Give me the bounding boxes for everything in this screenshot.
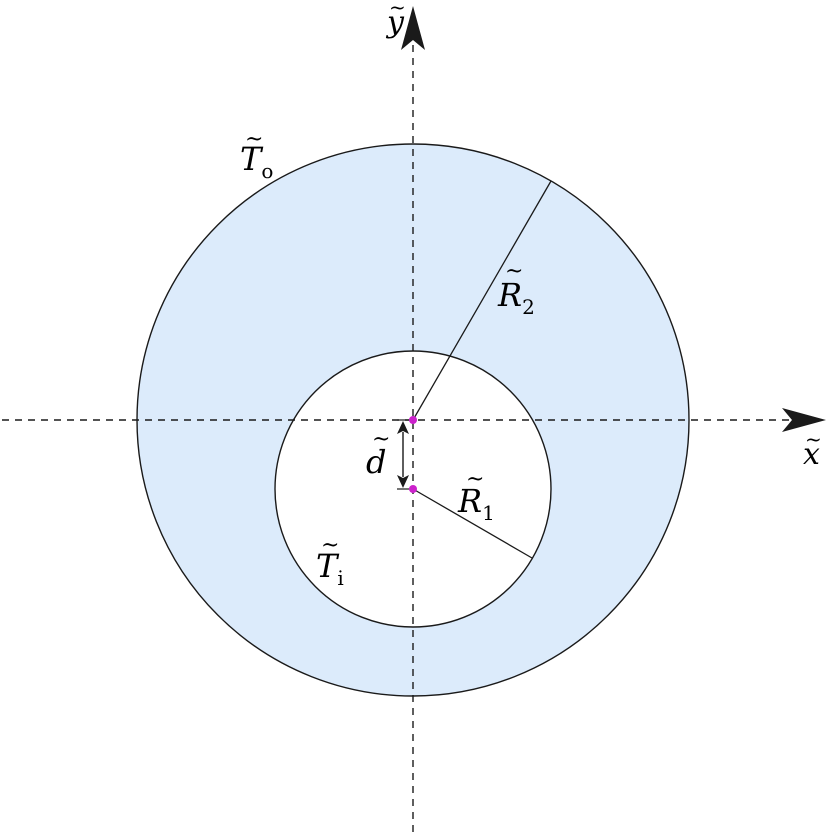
tilde-mark: ~ (321, 533, 339, 558)
y-axis-arrowhead (401, 6, 425, 50)
svg-text:y: y (385, 5, 405, 40)
tilde-mark: ~ (466, 467, 484, 492)
label-base: T (240, 140, 264, 178)
label-subscript: i (337, 566, 343, 590)
tilde-mark: ~ (505, 259, 523, 284)
label-subscript: o (261, 159, 273, 183)
x-axis-arrowhead (782, 408, 826, 432)
label-base: T (316, 547, 340, 585)
tilde-mark: ~ (805, 427, 822, 451)
inner-radius-line (412, 488, 533, 559)
inner-temperature-label: ~ Ti (316, 533, 344, 590)
offset-arrowhead-up (397, 421, 409, 434)
tilde-mark: ~ (372, 427, 390, 452)
svg-text:To: To (240, 140, 273, 183)
label-subscript: 1 (482, 501, 495, 525)
outer-radius-label: ~ R2 (497, 259, 535, 319)
outer-temperature-label: ~ To (240, 127, 273, 183)
x-axis-label: x ~ (803, 427, 822, 472)
svg-text:R2: R2 (497, 276, 535, 319)
tilde-mark: ~ (245, 127, 263, 152)
outer-center-point (409, 416, 417, 424)
svg-text:x: x (803, 437, 820, 472)
svg-text:R1: R1 (457, 482, 495, 525)
tilde-mark: ~ (389, 0, 406, 19)
svg-text:d: d (366, 443, 386, 481)
outer-radius-line (412, 180, 552, 421)
inner-center-point (409, 485, 417, 493)
label-base: R (497, 276, 522, 314)
label-subscript: 2 (522, 295, 535, 319)
offset-label: ~ d (366, 427, 390, 481)
y-axis-label: y ~ (385, 0, 406, 40)
label-base: R (457, 482, 482, 520)
inner-radius-label: ~ R1 (457, 467, 495, 525)
offset-arrowhead-down (397, 475, 409, 488)
svg-text:Ti: Ti (316, 547, 344, 590)
